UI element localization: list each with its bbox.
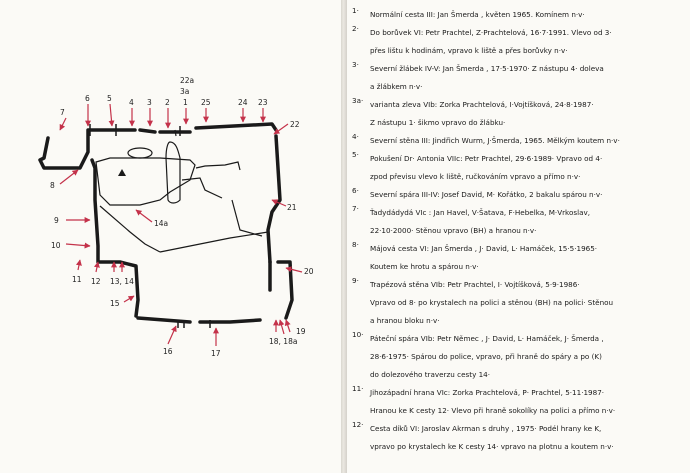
label-route-9: 9 [54, 216, 59, 225]
route-description-line: 22·10·2000· Stěnou vpravo (BH) a hranou … [370, 226, 537, 235]
route-description-line: a žlábkem n·v· [370, 82, 423, 91]
route-description-line: Pokušení Dr· Antonia VIIc: Petr Prachtel… [370, 154, 603, 163]
label-route-17: 17 [211, 349, 221, 358]
route-number: 3a· [352, 96, 364, 105]
route-entry: 12· Cesta díků VI: Jaroslav Akrman s druh… [352, 420, 687, 456]
label-route-4: 4 [129, 98, 134, 107]
label-route-22a: 22a [180, 76, 194, 85]
route-entry: 4· Severní stěna III: Jindřich Wurm, J·Šm… [352, 132, 687, 150]
label-route-3: 3 [147, 98, 152, 107]
route-number: 7· [352, 204, 359, 213]
route-number: 4· [352, 132, 359, 141]
route-entry: 6· Severní spára III-IV: Josef David, M· … [352, 186, 687, 204]
route-entry: 10· Páteční spára VIb: Petr Němec , J· Da… [352, 330, 687, 384]
label-route-5: 5 [107, 94, 112, 103]
route-entry: 3· Severní žlábek IV-V: Jan Šmerda , 17·5… [352, 60, 687, 96]
route-number: 2· [352, 24, 359, 33]
rock-inner-lines [95, 129, 269, 253]
label-route-13-14: 13, 14 [110, 277, 134, 286]
route-number: 9· [352, 276, 359, 285]
label-route-10: 10 [51, 241, 61, 250]
route-number: 8· [352, 240, 359, 249]
right-page [345, 0, 690, 473]
route-entry: 2· Do borůvek VI: Petr Prachtel, Z·Pracht… [352, 24, 687, 60]
label-route-16: 16 [163, 347, 173, 356]
label-route-7: 7 [60, 108, 65, 117]
route-description-line: zpod převisu vlevo k liště, ručkováním v… [370, 172, 581, 181]
route-description-line: Ťadydádydá VIc : Jan Havel, V·Šatava, F·… [370, 208, 591, 217]
route-description-line: přes lištu k hodinám, vpravo k liště a p… [370, 46, 568, 55]
label-route-18-18a: 18, 18a [269, 337, 297, 346]
summit-triangle [118, 169, 126, 176]
route-description-line: Májová cesta VI: Jan Šmerda , J· David, … [370, 244, 598, 253]
route-descriptions: 1· Normální cesta III: Jan Šmerda , květe… [352, 6, 687, 456]
route-description-line: do dolezového traverzu cesty 14· [370, 370, 491, 379]
route-description-line: Normální cesta III: Jan Šmerda , květen … [370, 10, 585, 19]
route-description-line: Severní stěna III: Jindřich Wurm, J·Šmer… [370, 136, 620, 145]
label-route-24: 24 [238, 98, 248, 107]
route-description-line: vpravo po krystalech ke K cesty 14· vpra… [370, 442, 614, 451]
route-entry: 8· Májová cesta VI: Jan Šmerda , J· David… [352, 240, 687, 276]
label-route-23: 23 [258, 98, 268, 107]
label-route-6: 6 [85, 94, 90, 103]
rock-topo-map: 7 6 5 4 3 2 22a 3a 1 25 24 23 22 8 9 10 … [38, 76, 314, 358]
route-description-line: Do borůvek VI: Petr Prachtel, Z·Prachtel… [370, 28, 612, 37]
route-description-line: Cesta díků VI: Jaroslav Akrman s druhy ,… [370, 424, 602, 433]
route-description-line: Vpravo od 8· po krystalech na polici a s… [370, 298, 614, 307]
route-description-line: Hranou ke K cesty 12· Vlevo při hraně so… [370, 406, 616, 415]
label-route-8: 8 [50, 181, 55, 190]
route-description-line: varianta zleva VIb: Zorka Prachtelová, I… [370, 100, 594, 109]
route-number: 1· [352, 6, 359, 15]
left-page [0, 0, 343, 473]
route-description-line: Severní žlábek IV-V: Jan Šmerda , 17·5·1… [370, 64, 604, 73]
label-route-15: 15 [110, 299, 120, 308]
route-entry: 1· Normální cesta III: Jan Šmerda , květe… [352, 6, 687, 24]
label-route-2: 2 [165, 98, 170, 107]
book-gutter [341, 0, 347, 473]
route-number: 6· [352, 186, 359, 195]
route-number: 12· [352, 420, 364, 429]
route-entry: 7· Ťadydádydá VIc : Jan Havel, V·Šatava, … [352, 204, 687, 240]
label-route-19: 19 [296, 327, 306, 336]
route-entry: 5· Pokušení Dr· Antonia VIIc: Petr Pracht… [352, 150, 687, 186]
label-route-11: 11 [72, 275, 82, 284]
label-route-22: 22 [290, 120, 300, 129]
route-number: 11· [352, 384, 364, 393]
label-route-21: 21 [287, 203, 297, 212]
label-route-3a: 3a [180, 87, 189, 96]
route-entry: 11· Jihozápadní hrana VIc: Zorka Prachtel… [352, 384, 687, 420]
route-number: 3· [352, 60, 359, 69]
route-description-line: Jihozápadní hrana VIc: Zorka Prachtelová… [370, 388, 605, 397]
route-description-line: Trapézová stěna VIb: Petr Prachtel, I· V… [370, 280, 580, 289]
route-description-line: Koutem ke hrotu a spárou n·v· [370, 262, 479, 271]
route-number: 10· [352, 330, 364, 339]
route-description-line: a hranou bloku n·v· [370, 316, 440, 325]
route-description-line: Páteční spára VIb: Petr Němec , J· David… [370, 334, 604, 343]
route-number: 5· [352, 150, 359, 159]
route-description-line: Z nástupu 1· šikmo vpravo do žlábku· [370, 118, 506, 127]
route-entry: 9· Trapézová stěna VIb: Petr Prachtel, I·… [352, 276, 687, 330]
label-route-20: 20 [304, 267, 314, 276]
route-description-line: 28·6·1975· Spárou do police, vpravo, při… [370, 352, 602, 361]
route-entry: 3a· varianta zleva VIb: Zorka Prachtelová… [352, 96, 687, 132]
route-description-line: Severní spára III-IV: Josef David, M· Ko… [370, 190, 603, 199]
label-route-14a: 14a [154, 219, 168, 228]
label-route-12: 12 [91, 277, 101, 286]
label-route-25: 25 [201, 98, 211, 107]
label-route-1: 1 [183, 98, 188, 107]
